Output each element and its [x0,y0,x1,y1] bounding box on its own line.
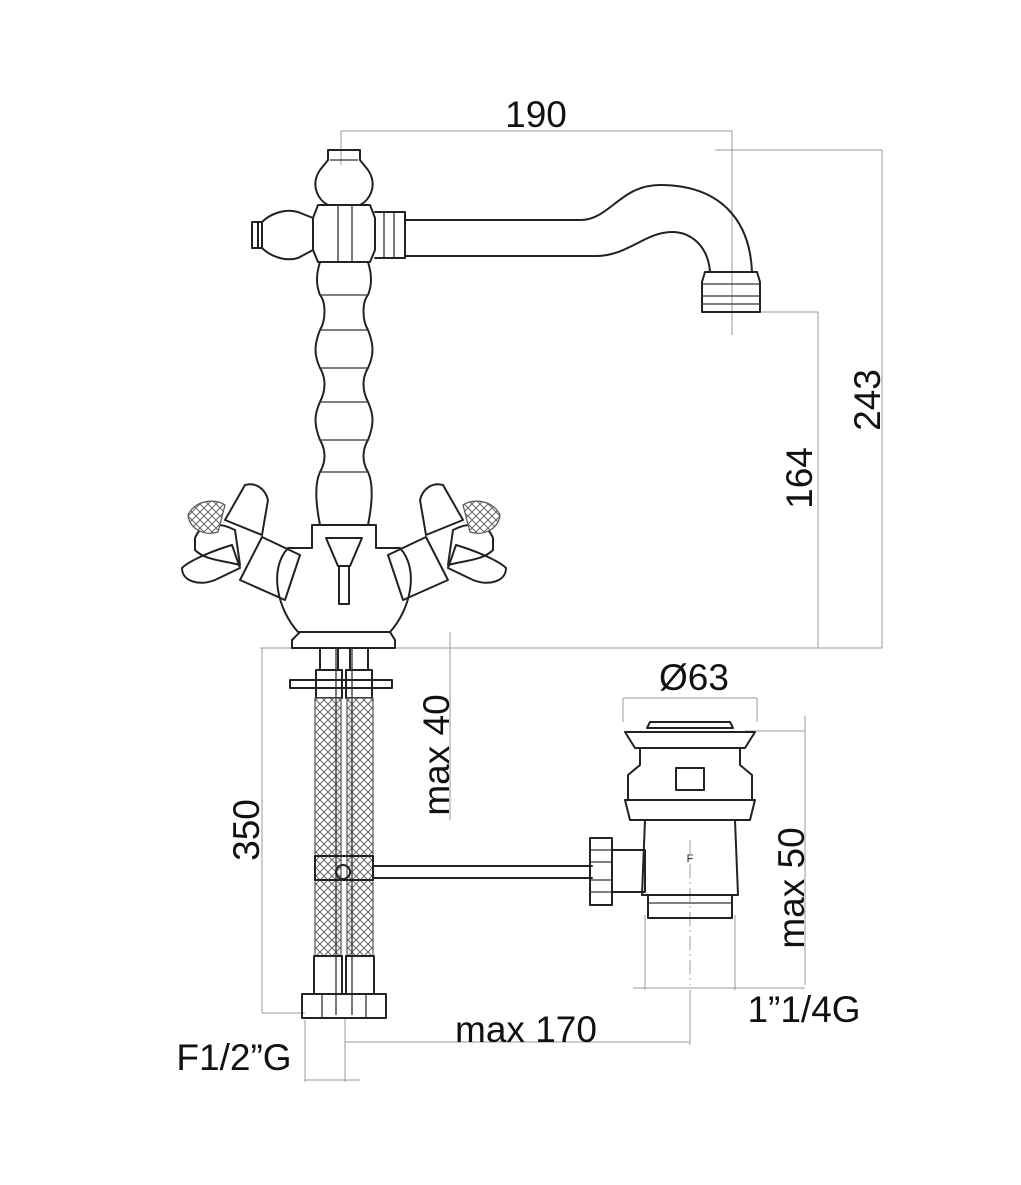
pop-up-waste: F [624,721,756,919]
dim-total-height: 243 [847,369,888,431]
dimension-labels: 190 243 164 Ø63 max 40 350 max 50 1”1/4G… [176,94,888,1078]
dim-deck-thickness: max 40 [416,694,457,815]
waste-marking: F [687,853,694,865]
dim-spout-reach: 190 [505,94,567,135]
supply-hoses [289,647,393,1019]
dim-waste-thickness: max 50 [771,827,812,948]
left-cross-handle [181,483,301,601]
dim-waste-diameter: Ø63 [659,657,729,698]
dim-spout-height: 164 [779,447,820,509]
mixer-body [181,149,761,649]
dim-waste-thread: 1”1/4G [747,989,860,1030]
dim-rod-distance: max 170 [455,1009,597,1050]
dim-hose-length: 350 [226,799,267,861]
pop-up-rod [372,837,646,906]
right-cross-handle [387,483,507,601]
dim-hose-thread: F1/2”G [176,1037,291,1078]
